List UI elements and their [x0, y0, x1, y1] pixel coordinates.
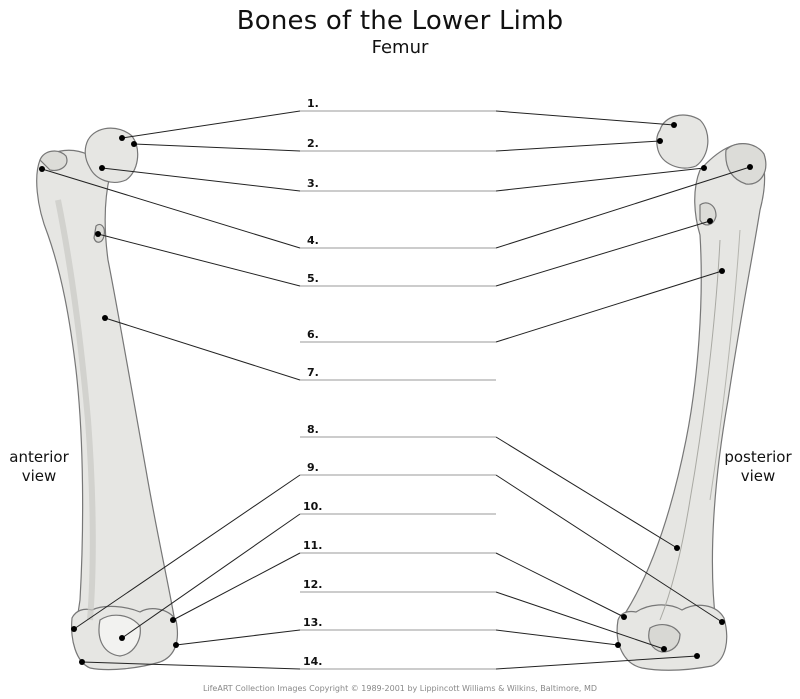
label-6: 6. [307, 328, 319, 341]
label-9: 9. [307, 461, 319, 474]
label-1: 1. [307, 97, 319, 110]
answer-lines [300, 110, 496, 670]
label-2: 2. [307, 137, 319, 150]
label-13: 13. [303, 616, 323, 629]
label-7: 7. [307, 366, 319, 379]
marker-dots [39, 122, 753, 665]
label-8: 8. [307, 423, 319, 436]
label-5: 5. [307, 272, 319, 285]
label-11: 11. [303, 539, 323, 552]
posterior-intercondylar-fossa [648, 624, 681, 653]
posterior-view-label-line1: posterior [724, 448, 792, 466]
diagram-title: Bones of the Lower Limb [236, 6, 564, 36]
leader-lines [41, 110, 751, 670]
label-3: 3. [307, 177, 319, 190]
diagram-subtitle: Femur [371, 37, 429, 58]
label-12: 12. [303, 578, 323, 591]
anterior-view-label: anterior view [0, 448, 78, 486]
anterior-view-label-line2: view [21, 467, 57, 485]
anterior-patellar-surface [98, 614, 141, 657]
anterior-femur-shaft [36, 149, 177, 641]
anterior-greater-trochanter [39, 150, 68, 171]
posterior-view-label: posterior view [716, 448, 800, 486]
anterior-femur-head [84, 127, 139, 183]
label-14: 14. [303, 655, 323, 668]
anterior-view-label-line1: anterior [9, 448, 69, 466]
label-4: 4. [307, 234, 319, 247]
posterior-view-label-line2: view [740, 467, 776, 485]
label-10: 10. [303, 500, 323, 513]
posterior-femur-head [656, 114, 709, 169]
posterior-femur-shaft [625, 143, 766, 641]
posterior-femur [616, 114, 767, 671]
copyright-footer: LifeART Collection Images Copyright © 19… [202, 684, 598, 693]
